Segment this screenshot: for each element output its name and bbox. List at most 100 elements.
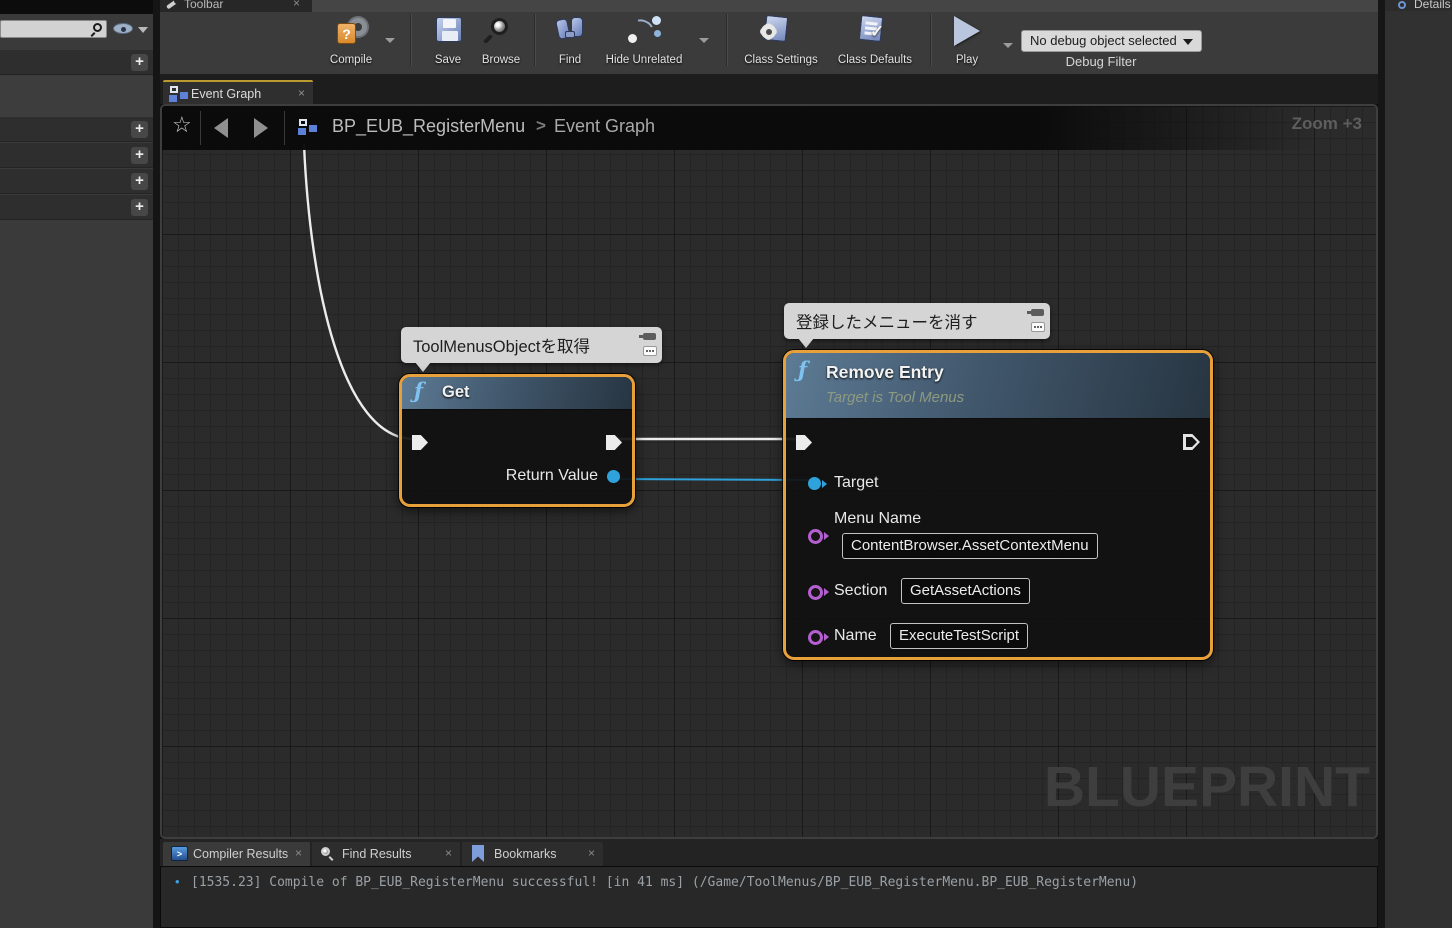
panel-splitter[interactable] — [153, 0, 160, 928]
details-tab-label: Details — [1414, 0, 1451, 11]
class-defaults-button[interactable]: ✓ Class Defaults — [832, 12, 918, 72]
filter-dropdown-icon[interactable] — [138, 27, 148, 33]
debug-filter-label: Debug Filter — [1021, 54, 1181, 69]
section-field[interactable]: GetAssetActions — [901, 578, 1030, 604]
play-label: Play — [942, 54, 992, 66]
add-button[interactable]: + — [131, 54, 148, 71]
details-panel: Details — [1385, 0, 1452, 928]
blueprint-icon — [298, 119, 318, 135]
find-button[interactable]: Find — [545, 12, 595, 72]
target-pin-caret — [822, 480, 827, 488]
event-graph-tab[interactable]: Event Graph × — [163, 80, 313, 104]
graph-titlebar: ☆ BP_EUB_RegisterMenu > Event Graph — [162, 106, 1376, 150]
category-row[interactable]: + — [0, 195, 153, 220]
compile-options-caret-icon[interactable] — [385, 38, 395, 43]
save-icon — [436, 17, 462, 42]
play-options-caret-icon[interactable] — [1003, 43, 1013, 48]
bookmarks-tab[interactable]: Bookmarks × — [462, 842, 603, 866]
add-button[interactable]: + — [131, 121, 148, 138]
category-row[interactable]: + — [0, 50, 153, 75]
bookmark-icon — [472, 845, 484, 862]
exec-output-pin[interactable] — [1183, 434, 1200, 450]
panel-splitter[interactable] — [1378, 0, 1385, 928]
close-icon[interactable]: × — [295, 846, 302, 860]
breadcrumb-root[interactable]: BP_EUB_RegisterMenu — [332, 116, 525, 137]
section-pin-label: Section — [834, 582, 887, 600]
category-row[interactable]: + — [0, 169, 153, 194]
console-icon: > — [171, 846, 188, 861]
binoculars-icon — [565, 31, 575, 38]
toolbar-tab-label: Toolbar — [184, 0, 223, 11]
breadcrumb-current: Event Graph — [554, 116, 655, 137]
compiler-results-output[interactable]: • [1535.23] Compile of BP_EUB_RegisterMe… — [160, 866, 1378, 928]
target-pin[interactable] — [808, 477, 821, 490]
compile-button[interactable]: ? Compile — [325, 12, 377, 72]
exec-output-pin[interactable] — [606, 435, 622, 450]
hide-unrelated-caret-icon[interactable] — [699, 38, 709, 43]
get-node[interactable]: ƒ Get Return Value — [399, 374, 635, 507]
toolbar-tabstrip: Toolbar × — [160, 0, 1378, 12]
section-pin-caret — [824, 588, 829, 596]
find-label: Find — [545, 54, 595, 66]
toolbar-separator — [534, 14, 535, 66]
check-icon: ✓ — [870, 22, 884, 42]
nav-back-icon[interactable] — [214, 118, 228, 138]
bookmarks-label: Bookmarks — [494, 847, 557, 861]
menu-name-pin-label: Menu Name — [834, 510, 921, 528]
comment-bubble-remove[interactable]: 登録したメニューを消す — [784, 303, 1050, 339]
nav-forward-icon[interactable] — [254, 118, 268, 138]
menu-name-pin-caret — [824, 532, 829, 540]
menu-name-field[interactable]: ContentBrowser.AssetContextMenu — [842, 533, 1098, 559]
toolbar-tab[interactable]: Toolbar × — [160, 0, 312, 12]
chevron-down-icon — [1183, 39, 1193, 45]
save-button[interactable]: Save — [422, 12, 474, 72]
compile-log-message: [1535.23] Compile of BP_EUB_RegisterMenu… — [191, 875, 1138, 890]
get-node-header: ƒ Get — [402, 377, 632, 410]
class-settings-button[interactable]: Class Settings — [738, 12, 824, 72]
name-field[interactable]: ExecuteTestScript — [890, 623, 1028, 649]
remove-entry-title: Remove Entry — [826, 362, 944, 383]
graph-document-tabbar: Event Graph × — [160, 74, 1378, 104]
exec-input-pin[interactable] — [796, 435, 812, 450]
comment-tail — [415, 362, 431, 372]
browse-button[interactable]: Browse — [474, 12, 528, 72]
close-icon[interactable]: × — [588, 846, 595, 860]
details-tab[interactable]: Details — [1385, 0, 1452, 11]
debug-object-dropdown[interactable]: No debug object selected — [1021, 30, 1202, 52]
menu-name-pin[interactable] — [808, 529, 823, 544]
close-icon[interactable]: × — [445, 846, 452, 860]
name-pin[interactable] — [808, 630, 823, 645]
toolbar: Toolbar × ? Compile Save Browse — [160, 0, 1378, 74]
pin-icon[interactable] — [643, 333, 656, 340]
bookmark-star-icon[interactable]: ☆ — [172, 112, 192, 138]
compile-label: Compile — [325, 54, 377, 66]
name-pin-label: Name — [834, 627, 877, 645]
category-row[interactable]: + — [0, 143, 153, 168]
close-icon[interactable]: × — [298, 86, 305, 100]
graph-viewport[interactable]: BLUEPRINT ☆ BP_EUB_RegisterMenu > Event … — [160, 104, 1378, 839]
compiler-results-tab[interactable]: > Compiler Results × — [163, 842, 310, 866]
bottom-tabbar: > Compiler Results × Find Results × Book… — [160, 839, 1378, 866]
add-button[interactable]: + — [131, 173, 148, 190]
exec-input-pin[interactable] — [412, 435, 428, 450]
comment-bubble-icon[interactable] — [643, 346, 657, 356]
remove-entry-node[interactable]: ƒ Remove Entry Target is Tool Menus Targ… — [783, 350, 1213, 660]
close-icon[interactable]: × — [293, 0, 300, 10]
pin-icon[interactable] — [1031, 309, 1044, 316]
separator — [284, 111, 285, 145]
save-label: Save — [422, 54, 474, 66]
add-button[interactable]: + — [131, 147, 148, 164]
data-wire — [608, 479, 810, 480]
left-panel-header — [0, 0, 153, 14]
comment-bubble-get[interactable]: ToolMenusObjectを取得 — [401, 327, 662, 363]
comment-bubble-icon[interactable] — [1031, 322, 1045, 332]
visibility-filter-eye-icon[interactable] — [113, 23, 133, 34]
find-results-tab[interactable]: Find Results × — [312, 842, 460, 866]
hide-unrelated-button[interactable]: Hide Unrelated — [600, 12, 688, 72]
add-button[interactable]: + — [131, 199, 148, 216]
search-input[interactable] — [0, 20, 107, 38]
category-row[interactable]: + — [0, 117, 153, 142]
return-value-pin[interactable] — [607, 470, 620, 483]
play-button[interactable]: Play — [942, 12, 992, 72]
section-pin[interactable] — [808, 585, 823, 600]
